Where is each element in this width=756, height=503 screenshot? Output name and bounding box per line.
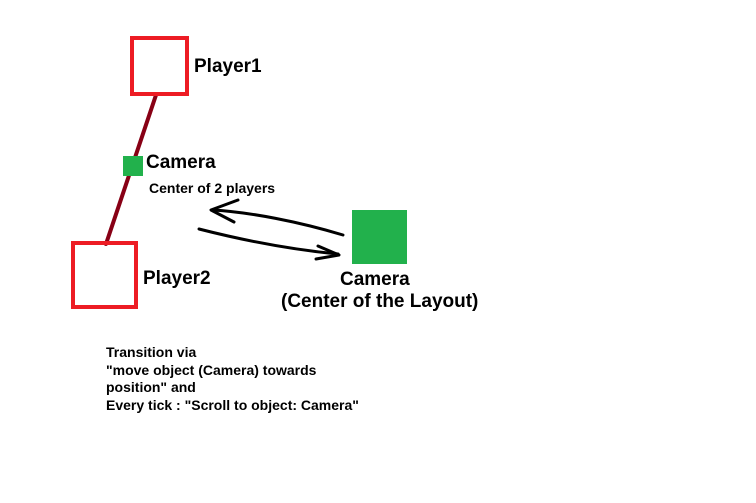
arrow-to-players-icon <box>210 208 345 237</box>
camera-big-label: Camera <box>340 269 410 290</box>
player1-box <box>130 36 189 96</box>
camera-small-label: Camera <box>146 152 216 173</box>
notes-line: Transition via <box>106 344 197 360</box>
camera-small-sublabel: Center of 2 players <box>149 180 276 196</box>
player2-label: Player2 <box>143 268 211 289</box>
player1-label: Player1 <box>194 56 262 77</box>
arrow-to-layout-head <box>314 244 341 261</box>
arrow-to-players-head <box>209 198 240 224</box>
transition-notes: Transition via "move object (Camera) tow… <box>106 344 359 414</box>
notes-line: Every tick : "Scroll to object: Camera" <box>106 396 359 413</box>
player2-box <box>71 241 138 309</box>
notes-line: "move object (Camera) towards <box>106 361 317 378</box>
camera-big-square <box>352 210 407 264</box>
camera-big-sublabel: (Center of the Layout) <box>281 291 479 312</box>
notes-line: position" and <box>106 379 196 395</box>
camera-small-square <box>123 156 143 176</box>
arrow-to-layout-icon <box>197 227 340 256</box>
